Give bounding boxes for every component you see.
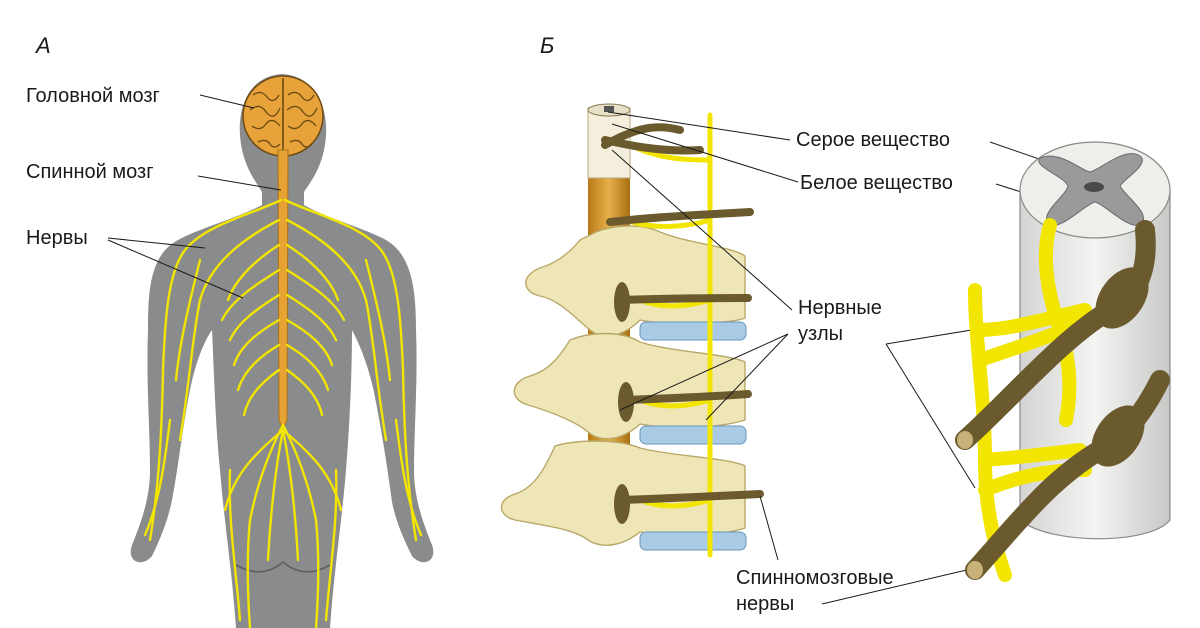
label-spinal-nerves-line1: Спинномозговые	[736, 567, 894, 589]
label-ganglia-line2: узлы	[798, 323, 843, 345]
spinal-cord	[277, 149, 289, 432]
ganglion	[614, 282, 634, 524]
label-white-matter: Белое вещество	[800, 172, 953, 194]
panel-a-leaders	[107, 94, 282, 299]
body-nerves	[143, 198, 423, 628]
label-gray-matter: Серое вещество	[796, 129, 951, 151]
dorsal-root-ganglion	[1091, 405, 1145, 467]
panel-label-a: А	[36, 33, 51, 58]
vertebra	[525, 225, 747, 341]
human-body-figure	[107, 74, 434, 628]
label-ganglia-line1: Нервные	[798, 297, 882, 319]
label-spinal-nerves-line2: нервы	[736, 593, 795, 615]
dorsal-root-ganglion	[1095, 267, 1149, 329]
brain-gyri	[249, 91, 318, 148]
label-spinal-cord: Спинной мозг	[26, 161, 154, 183]
label-nerves: Нервы	[26, 227, 88, 249]
panel-label-b: Б	[540, 33, 555, 58]
label-brain: Головной мозг	[26, 85, 160, 107]
spinal-cord-cross-section	[955, 141, 1171, 582]
spine-illustration	[500, 103, 1107, 605]
